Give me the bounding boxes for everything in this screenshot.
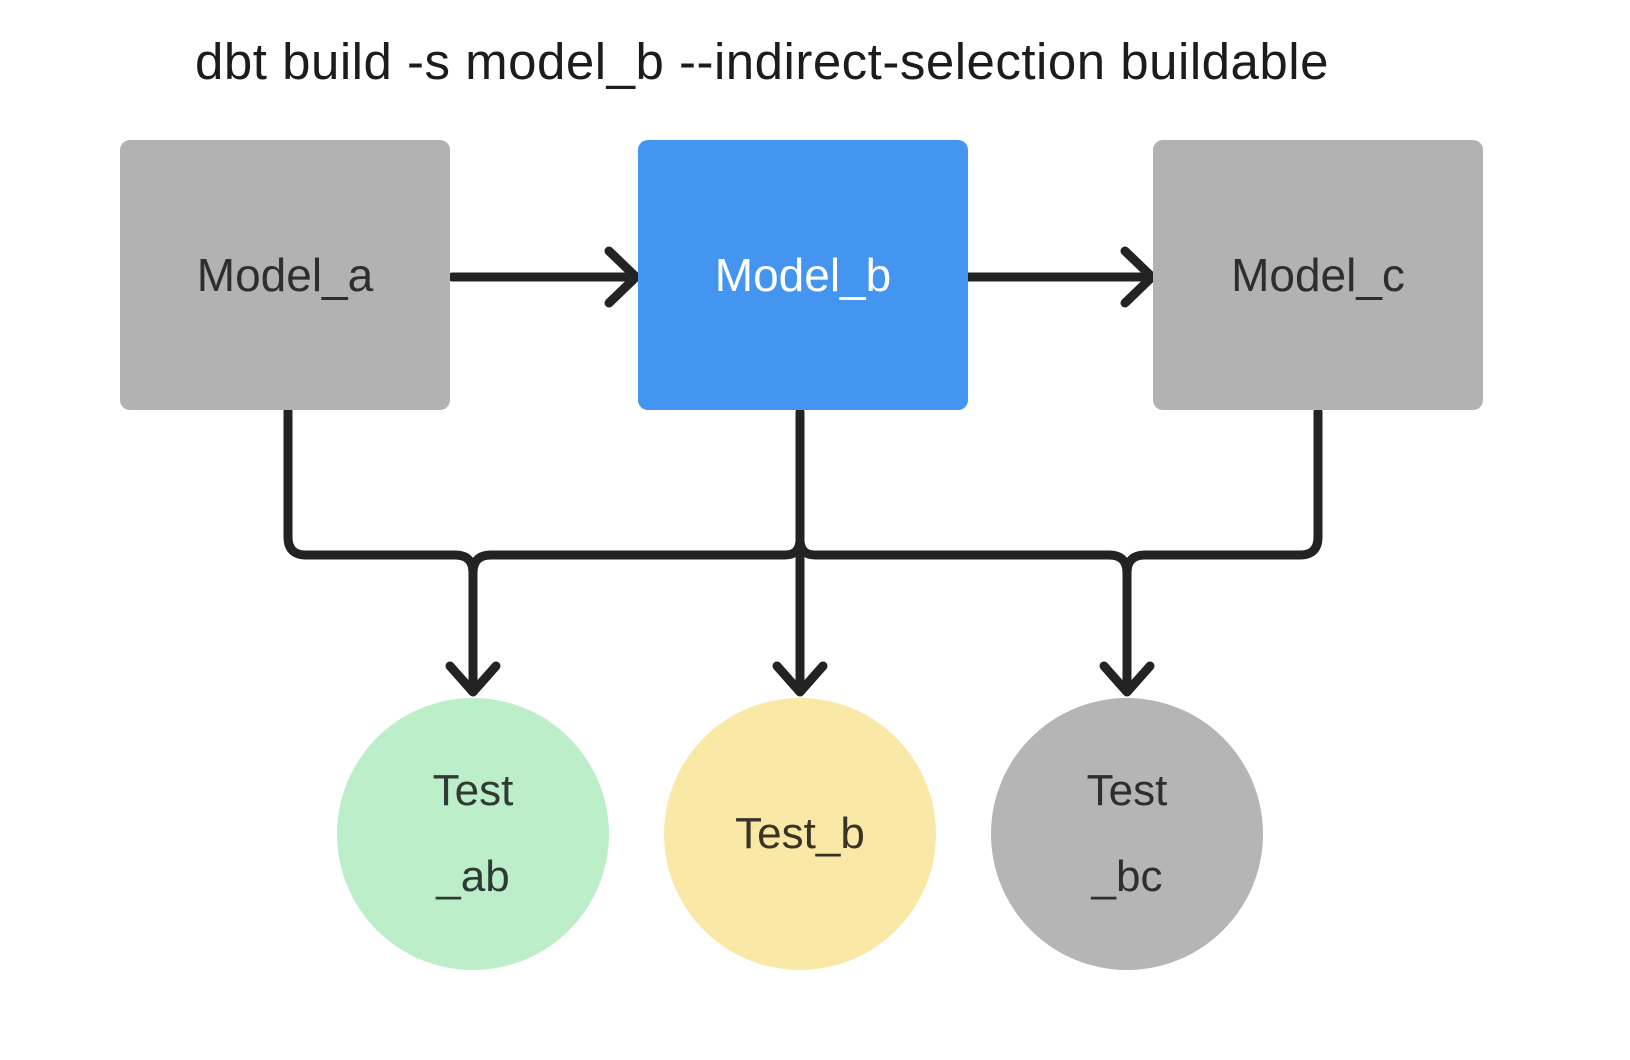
- node-test-b: Test_b: [664, 698, 936, 970]
- arrowhead-test-bc: [1099, 661, 1155, 697]
- edge-bus-left: [468, 536, 805, 578]
- node-model-a: Model_a: [120, 140, 450, 410]
- edge-bus-right: [795, 536, 1132, 693]
- arrowhead-model-b: [604, 246, 641, 308]
- test-b-label: Test_b: [735, 809, 865, 858]
- diagram-title: dbt build -s model_b --indirect-selectio…: [195, 33, 1329, 90]
- node-test-ab: Test _ab: [337, 698, 609, 970]
- node-model-b: Model_b: [638, 140, 968, 410]
- arrowhead-test-b: [772, 661, 828, 697]
- test-bc-label-line2: _bc: [1091, 852, 1163, 901]
- node-model-c: Model_c: [1153, 140, 1483, 410]
- arrowhead-model-c: [1120, 246, 1157, 308]
- test-ab-label-line2: _ab: [436, 852, 510, 901]
- test-bc-label-line1: Test: [1086, 766, 1168, 815]
- model-c-label: Model_c: [1231, 249, 1405, 301]
- edge-model-a-to-test-ab: [283, 405, 478, 693]
- arrowhead-test-ab: [445, 661, 501, 697]
- edge-model-c-to-test-bc: [1122, 407, 1323, 578]
- test-ab-label-line1: Test: [432, 766, 514, 815]
- model-b-label: Model_b: [714, 249, 892, 301]
- node-test-bc: Test _bc: [991, 698, 1263, 970]
- model-a-label: Model_a: [196, 249, 374, 301]
